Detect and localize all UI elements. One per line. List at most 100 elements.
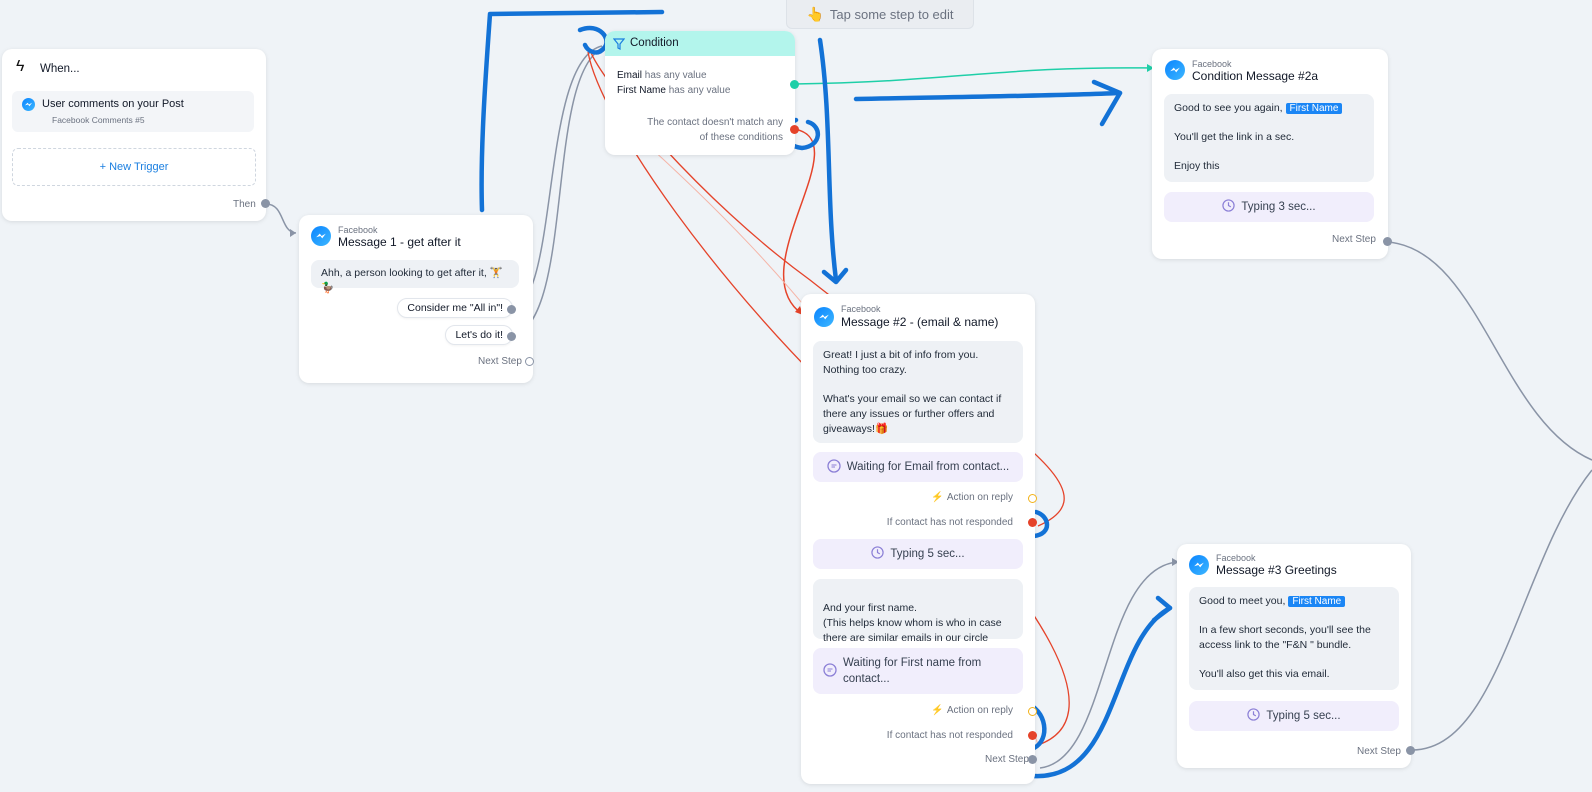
condmsg-p3: Enjoy this (1174, 160, 1220, 172)
condmsg-typing-label: Typing 3 sec... (1241, 201, 1316, 213)
then-port[interactable] (261, 199, 270, 208)
hand-pointer-icon: 👆 (806, 5, 824, 22)
condition-node[interactable]: Condition Email has any value First Name… (605, 31, 799, 155)
arrowhead (290, 229, 296, 237)
rule1-op: has any value (644, 70, 707, 81)
wait-firstname-chip[interactable]: Waiting for First name from contact... (813, 648, 1023, 694)
message3-next-step: Next Step (1357, 746, 1401, 757)
typing-label: Typing 5 sec... (890, 548, 965, 560)
message2-bubble-2: And your first name. (This helps know wh… (813, 579, 1023, 644)
message3-typing-chip[interactable]: Typing 5 sec... (1189, 701, 1399, 731)
connector-condition-fallback (782, 128, 816, 315)
lightning-icon: ϟ (16, 58, 25, 75)
message3-p2: In a few short seconds, you'll see the a… (1199, 624, 1371, 651)
messenger-icon (814, 307, 834, 327)
lightning-icon: ⚡ (931, 705, 944, 716)
condition-fallback-port[interactable] (790, 125, 799, 134)
trigger-item-title: User comments on your Post (42, 98, 184, 110)
condmsg-p2: You'll get the link in a sec. (1174, 131, 1295, 143)
message2-bubble2-text: And your first name. (This helps know wh… (823, 602, 1002, 644)
lets-do-it-label: Let's do it! (455, 329, 503, 341)
action-on-reply-label: Action on reply (946, 492, 1013, 503)
connector-message3-next (1411, 469, 1592, 751)
consider-me-label: Consider me "All in"! (407, 302, 503, 314)
annotation-arrowhead-down (821, 267, 849, 285)
not-responded-port[interactable] (1028, 518, 1037, 527)
messenger-icon (1189, 555, 1209, 575)
message3-typing-label: Typing 5 sec... (1266, 710, 1341, 722)
annotation-arrowhead-right (1091, 79, 1123, 127)
rule2-field: First Name (617, 85, 666, 96)
not-responded-port-2[interactable] (1028, 731, 1037, 740)
annotation-strokes (479, 9, 1173, 779)
annotation-line-vertical-left (479, 9, 665, 213)
condmsg-typing-chip[interactable]: Typing 3 sec... (1164, 192, 1374, 222)
message3-p1: Good to meet you, (1199, 595, 1286, 607)
action-on-reply-port[interactable] (1028, 494, 1037, 503)
clock-icon (1222, 199, 1236, 215)
consider-me-button[interactable]: Consider me "All in"! (397, 298, 513, 318)
wait-email-chip[interactable]: Waiting for Email from contact... (813, 452, 1023, 482)
lets-do-it-button[interactable]: Let's do it! (445, 325, 513, 345)
message1-node[interactable]: Facebook Message 1 - get after it Ahh, a… (299, 215, 534, 383)
action-on-reply-port-2[interactable] (1028, 707, 1037, 716)
condition-rule-1: Email has any value (617, 70, 707, 81)
condmsg-bubble: Good to see you again, First Name You'll… (1164, 94, 1374, 182)
condmsg-source: Facebook (1192, 59, 1232, 69)
trigger-item[interactable]: User comments on your Post Facebook Comm… (12, 91, 254, 132)
message3-p3: You'll also get this via email. (1199, 668, 1330, 680)
message3-node[interactable]: Facebook Message #3 Greetings Good to me… (1177, 544, 1415, 768)
fallback-line-1: The contact doesn't match any (647, 117, 783, 128)
condition-header: Condition (605, 31, 795, 56)
fallback-line-2: of these conditions (699, 132, 783, 143)
trigger-item-subtitle: Facebook Comments #5 (52, 115, 145, 125)
clock-icon (1247, 708, 1261, 724)
condition-fallback: The contact doesn't match any of these c… (623, 115, 783, 145)
message3-bubble: Good to meet you, First Name In a few sh… (1189, 587, 1399, 690)
then-label: Then (233, 199, 256, 210)
button2-port[interactable] (507, 332, 516, 341)
connector-condmsg-next (1387, 241, 1592, 461)
messenger-icon (22, 98, 35, 111)
action-on-reply-label-2: Action on reply (946, 705, 1013, 716)
connector-then-to-message1 (265, 203, 297, 234)
message1-title: Message 1 - get after it (338, 235, 461, 249)
condmsg-p1: Good to see you again, (1174, 102, 1283, 114)
filter-icon (612, 37, 626, 55)
messenger-icon (1165, 60, 1185, 80)
wait-email-label: Waiting for Email from contact... (846, 461, 1010, 473)
clock-icon (871, 546, 885, 562)
trigger-node[interactable]: ϟ When... User comments on your Post Fac… (2, 49, 270, 221)
typing-chip[interactable]: Typing 5 sec... (813, 539, 1023, 569)
new-trigger-button[interactable]: + New Trigger (12, 148, 256, 186)
action-on-reply-row: ⚡ Action on reply (931, 492, 1013, 503)
condition-rule-2: First Name has any value (617, 85, 730, 96)
message2-node[interactable]: Facebook Message #2 - (email & name) Gre… (801, 294, 1037, 784)
first-name-tag: First Name (1285, 103, 1343, 114)
message2-source: Facebook (841, 304, 881, 314)
message3-title: Message #3 Greetings (1216, 563, 1337, 577)
condition-message-node[interactable]: Facebook Condition Message #2a Good to s… (1152, 49, 1392, 259)
message3-source: Facebook (1216, 553, 1256, 563)
first-name-tag: First Name (1288, 596, 1346, 607)
message1-bubble: Ahh, a person looking to get after it, 🏋… (311, 260, 519, 294)
condmsg-title: Condition Message #2a (1192, 69, 1319, 83)
annotation-arrow-to-message3 (1031, 605, 1173, 779)
chat-bubble-icon (823, 662, 837, 680)
message2-bubble1-p1: Great! I just a bit of info from you. No… (823, 349, 979, 376)
messenger-icon (311, 226, 331, 246)
top-hint-text: Tap some step to edit (829, 6, 954, 22)
button1-port[interactable] (507, 305, 516, 314)
condition-match-port[interactable] (790, 80, 799, 89)
message2-next-port[interactable] (1028, 755, 1037, 764)
annotation-arrowhead-message3 (1151, 595, 1173, 623)
message1-next-step: Next Step (478, 356, 522, 367)
message1-next-port[interactable] (525, 357, 534, 366)
condmsg-next-port[interactable] (1383, 237, 1392, 246)
new-trigger-label: + New Trigger (99, 161, 169, 173)
trigger-title: When... (40, 63, 80, 75)
rule2-op: has any value (668, 85, 731, 96)
wait-firstname-label: Waiting for First name from contact... (843, 657, 982, 685)
message3-next-port[interactable] (1406, 746, 1415, 755)
